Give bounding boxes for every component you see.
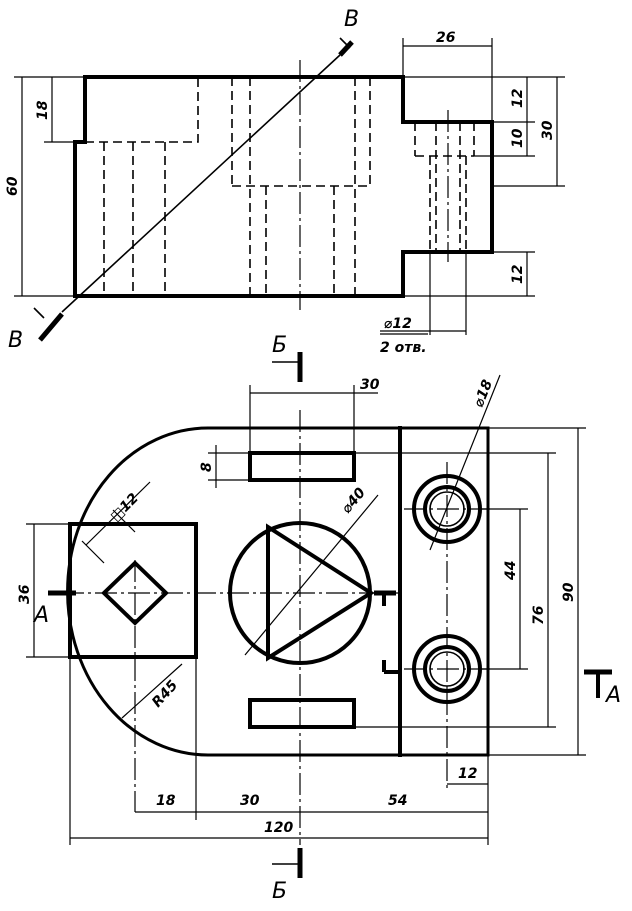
section-label-a-right: А	[604, 683, 621, 708]
section-label-b-bottom: Б	[272, 879, 287, 904]
slot-top	[248, 451, 356, 482]
section-line-b	[272, 352, 303, 878]
front-view: В В 26 12 10 30 12	[5, 7, 565, 356]
dim-90-label: 90	[561, 582, 577, 602]
dim-30-top	[249, 385, 378, 453]
dims-bottom-chain	[135, 657, 489, 845]
section-label-a-left: А	[32, 603, 49, 628]
dim-18-label: 18	[35, 100, 51, 120]
dim-12-top-label: 12	[510, 89, 526, 108]
holes-count-label: 2 отв.	[380, 340, 427, 356]
dims-44-76-90	[354, 427, 586, 756]
dim-r45-label: R45	[149, 677, 181, 710]
section-label-v-top: В	[344, 7, 359, 32]
dim-26-label: 26	[436, 30, 456, 46]
dim-hole-12	[380, 252, 467, 335]
left-vertical-dims	[14, 76, 85, 297]
dim-12-bottom-label: 12	[458, 766, 477, 782]
leader-dia-18	[429, 374, 501, 551]
dim-8	[208, 445, 250, 488]
dim-36	[26, 523, 70, 658]
dim-60-label: 60	[5, 176, 21, 196]
dim-10-label: 10	[510, 128, 526, 148]
slot-bottom	[248, 698, 356, 729]
dim-12-bottom	[447, 755, 489, 792]
dim-120-label: 120	[264, 820, 293, 836]
section-label-b-top: Б	[272, 333, 287, 358]
top-view: Б Б А А 30 ⌀18 8	[17, 333, 621, 904]
dim-12-bottom-label: 12	[510, 265, 526, 284]
top-view-outline	[66, 426, 490, 757]
leader-r45	[121, 663, 183, 719]
dim-76-label: 76	[531, 605, 547, 625]
dim-square-12	[81, 481, 151, 564]
section-label-v-bottom: В	[8, 328, 23, 353]
dim-36-label: 36	[17, 584, 33, 604]
dim-26	[402, 38, 493, 122]
dim-120	[69, 657, 488, 845]
dim-18-label: 18	[156, 793, 176, 809]
dim-8-label: 8	[199, 462, 215, 472]
dim-30-label: 30	[240, 793, 260, 809]
dim-30-top-label: 30	[360, 377, 380, 393]
front-view-hidden-lines	[85, 77, 475, 296]
section-line-a	[48, 590, 612, 698]
dim-30-label: 30	[540, 120, 556, 140]
dim-54-label: 54	[388, 793, 407, 809]
square-boss	[68, 522, 198, 659]
dim-hole-12-label: ⌀12	[384, 316, 412, 332]
dim-44-label: 44	[503, 561, 519, 581]
right-vertical-dims	[403, 76, 565, 297]
leader-dia-40	[244, 494, 379, 656]
section-line-v	[33, 37, 354, 342]
square-hole	[101, 560, 169, 626]
